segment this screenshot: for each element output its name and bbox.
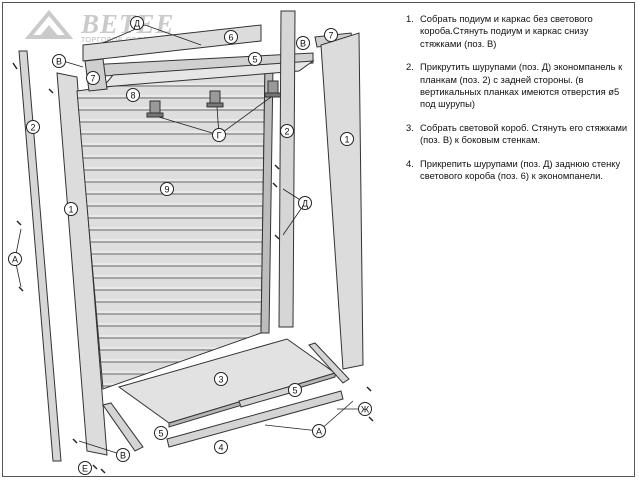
step-text: Собрать подиум и каркас без светового ко… <box>420 13 593 49</box>
callout-D-top: Д <box>130 16 144 30</box>
callout-5-right: 5 <box>288 383 302 397</box>
left-side-strip <box>18 50 62 462</box>
svg-text:7: 7 <box>328 31 333 41</box>
callout-7-right: 7 <box>324 28 338 42</box>
diagram-frame: ВЕТЕЕ ТОРГОВОЕ ОБОРУДОВАНИЕ <box>2 2 635 477</box>
callout-E: Е <box>78 461 92 475</box>
svg-text:1: 1 <box>68 205 73 215</box>
callout-1-left: 1 <box>64 202 78 216</box>
plinth-left <box>102 402 144 452</box>
callout-7-left: 7 <box>86 71 100 85</box>
svg-text:Д: Д <box>302 199 308 209</box>
svg-text:8: 8 <box>130 91 135 101</box>
plinth-right <box>308 342 350 384</box>
callout-A-left: А <box>8 252 22 266</box>
svg-text:А: А <box>316 427 322 437</box>
right-side-strip <box>278 10 296 328</box>
instruction-step: 3. Собрать световой короб. Стянуть его с… <box>406 122 630 147</box>
svg-text:3: 3 <box>218 375 223 385</box>
callout-2-left: 2 <box>26 120 40 134</box>
top-box-back <box>82 24 262 62</box>
svg-text:Е: Е <box>82 464 88 474</box>
svg-text:5: 5 <box>252 55 257 65</box>
svg-text:7: 7 <box>90 74 95 84</box>
lamp-center-icon <box>206 90 224 108</box>
callout-3: 3 <box>214 372 228 386</box>
instruction-step: 1. Собрать подиум и каркас без светового… <box>406 13 630 50</box>
slat-panel <box>76 64 266 390</box>
svg-text:2: 2 <box>284 127 289 137</box>
plinth-front <box>166 390 344 448</box>
svg-text:В: В <box>56 57 62 67</box>
callout-V-top: В <box>52 54 66 68</box>
svg-text:5: 5 <box>292 386 297 396</box>
step-text: Прикрепить шурупами (поз. Д) заднюю стен… <box>420 157 621 182</box>
step-number: 4. <box>406 157 414 169</box>
logo-mark-icon <box>25 9 74 39</box>
callout-6: 6 <box>224 30 238 44</box>
svg-text:Г: Г <box>217 131 222 141</box>
logo-brand: ВЕТЕЕ <box>81 9 175 39</box>
callout-4: 4 <box>214 440 228 454</box>
svg-text:4: 4 <box>218 443 223 453</box>
assembly-instructions: 1. Собрать подиум и каркас без светового… <box>406 13 630 193</box>
step-text: Прикрутить шурупами (поз. Д) экономпанел… <box>420 61 623 110</box>
svg-text:5: 5 <box>158 429 163 439</box>
callout-9: 9 <box>160 182 174 196</box>
instruction-step: 2. Прикрутить шурупами (поз. Д) экономпа… <box>406 61 630 111</box>
callout-Zh: Ж <box>358 402 372 416</box>
svg-text:9: 9 <box>164 185 169 195</box>
step-number: 2. <box>406 61 414 73</box>
svg-text:1: 1 <box>344 135 349 145</box>
callout-V-bottom: В <box>116 448 130 462</box>
svg-text:А: А <box>12 255 18 265</box>
svg-text:2: 2 <box>30 123 35 133</box>
svg-text:6: 6 <box>228 33 233 43</box>
assembly-drawing: 1 2 6 Д В 7 5 В <box>8 10 374 475</box>
callout-V-top-right: В <box>296 36 310 50</box>
step-number: 1. <box>406 13 414 24</box>
callout-5-left: 5 <box>154 426 168 440</box>
callout-2-right: 2 <box>280 124 294 138</box>
left-side-panel <box>56 72 108 456</box>
callout-G: Г <box>212 128 226 142</box>
screw-marks <box>12 62 374 474</box>
callout-A-bottom: А <box>312 424 326 438</box>
callout-5-top: 5 <box>248 52 262 66</box>
callout-1-right: 1 <box>340 132 354 146</box>
svg-text:Д: Д <box>134 19 140 29</box>
svg-text:Ж: Ж <box>361 405 370 415</box>
step-text: Собрать световой короб. Стянуть его стяж… <box>420 121 628 146</box>
svg-text:В: В <box>300 39 306 49</box>
svg-text:В: В <box>120 451 126 461</box>
callout-D-right: Д <box>298 196 312 210</box>
right-side-panel <box>320 32 364 370</box>
step-number: 3. <box>406 121 414 133</box>
instruction-step: 4. Прикрепить шурупами (поз. Д) заднюю с… <box>406 158 630 183</box>
callout-8: 8 <box>126 88 140 102</box>
lamp-left-icon <box>146 100 164 118</box>
